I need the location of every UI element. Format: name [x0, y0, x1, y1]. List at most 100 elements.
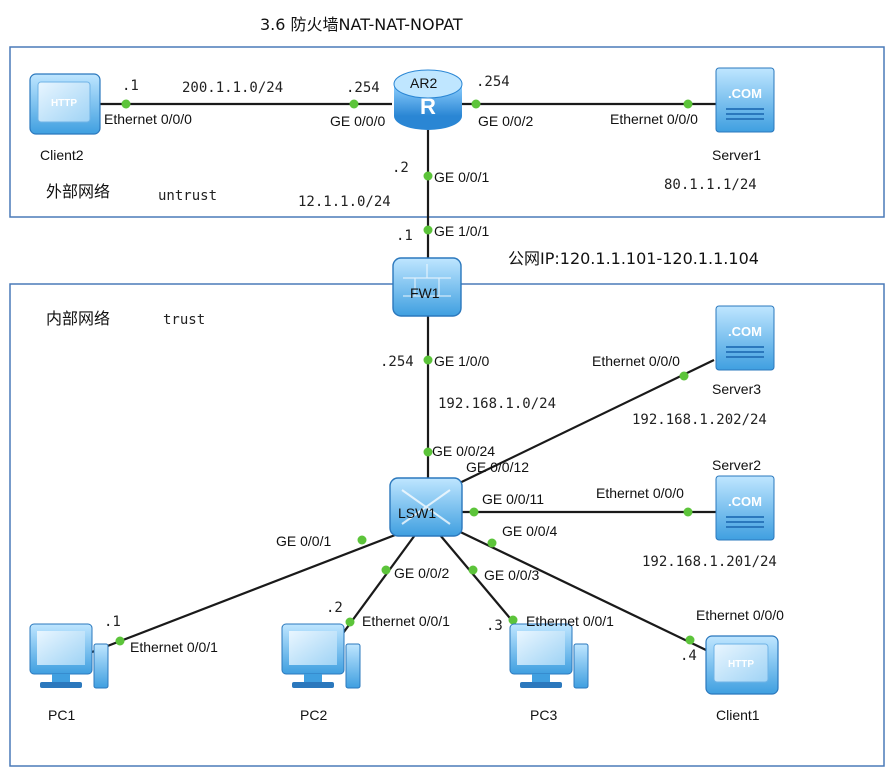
server1-device[interactable]: .COM: [715, 67, 775, 133]
port-pc3-eth: Ethernet 0/0/1: [526, 613, 614, 629]
port-lsw1-g0011: GE 0/0/11: [482, 491, 544, 507]
port-lsw1-g002: GE 0/0/2: [394, 565, 449, 581]
pc-tower: [573, 643, 589, 689]
port-dot: [121, 99, 131, 109]
port-dot: [508, 615, 518, 625]
port-server2-eth: Ethernet 0/0/0: [596, 485, 684, 501]
port-fw1-g101: GE 1/0/1: [434, 223, 489, 239]
public-ip-pool: 公网IP:120.1.1.101-120.1.1.104: [508, 249, 759, 268]
port-dot: [423, 447, 433, 457]
net-client2-ar2: 200.1.1.0/24: [182, 80, 283, 96]
server1-label: Server1: [712, 147, 761, 163]
port-dot: [423, 355, 433, 365]
client1-device[interactable]: HTTP: [705, 635, 779, 695]
pc1-device[interactable]: [29, 623, 109, 689]
host-client1: .4: [680, 648, 697, 664]
server-vents: [726, 346, 764, 358]
pc-base: [520, 682, 562, 688]
client-screen: [37, 81, 91, 123]
port-client1-eth: Ethernet 0/0/0: [696, 607, 784, 623]
link-lsw1-pc1: [91, 528, 409, 654]
port-ar2-g001: GE 0/0/1: [434, 169, 489, 185]
host-ar2-right: .254: [476, 74, 510, 90]
port-dot: [685, 635, 695, 645]
port-ar2-g002: GE 0/0/2: [478, 113, 533, 129]
firewall-bricks: [403, 264, 451, 297]
server2-device[interactable]: .COM: [715, 475, 775, 541]
port-lsw1-g0024: GE 0/0/24: [432, 443, 495, 459]
port-lsw1-g0012: GE 0/0/12: [466, 459, 529, 475]
host-pc1: .1: [104, 614, 121, 630]
pc-base: [292, 682, 334, 688]
pc-stand: [304, 674, 322, 682]
port-lsw1-g004: GE 0/0/4: [502, 523, 557, 539]
pc-tower: [93, 643, 109, 689]
server2-label: Server2: [712, 457, 761, 473]
host-pc3: .3: [486, 618, 503, 634]
port-dot: [679, 371, 689, 381]
pc-base: [40, 682, 82, 688]
com-badge: .COM: [728, 324, 762, 339]
fw1-firewall[interactable]: [392, 257, 462, 317]
host-client2: .1: [122, 78, 139, 94]
pc-screen: [289, 631, 337, 665]
pc3-device[interactable]: [509, 623, 589, 689]
pc3-label: PC3: [530, 707, 557, 723]
lsw1-switch[interactable]: [389, 477, 463, 537]
host-pc2: .2: [326, 600, 343, 616]
ar2-label: AR2: [410, 75, 437, 91]
diagram-title: 3.6 防火墙NAT-NAT-NOPAT: [260, 15, 463, 34]
router-icon: R: [420, 94, 436, 119]
host-fw1-up: .1: [396, 228, 413, 244]
port-lsw1-g001: GE 0/0/1: [276, 533, 331, 549]
server3-ip: 192.168.1.202/24: [632, 412, 767, 428]
port-dot: [683, 507, 693, 517]
ar2-router[interactable]: R: [393, 69, 463, 130]
web-server-icon: [715, 67, 775, 133]
firewall-icon: [392, 257, 462, 317]
server3-device[interactable]: .COM: [715, 305, 775, 371]
port-dot: [357, 535, 367, 545]
port-dot: [469, 507, 479, 517]
pc-screen: [37, 631, 85, 665]
client-screen: [713, 643, 769, 683]
pc-stand: [532, 674, 550, 682]
client2-device[interactable]: HTTP: [29, 73, 101, 135]
port-dot: [487, 538, 497, 548]
host-ar2-down: .2: [392, 160, 409, 176]
port-dot: [381, 565, 391, 575]
server2-ip: 192.168.1.201/24: [642, 554, 777, 570]
server1-ip: 80.1.1.1/24: [664, 177, 757, 193]
port-fw1-g100: GE 1/0/0: [434, 353, 489, 369]
outside-zone-tag: untrust: [158, 188, 217, 204]
inside-zone-name: 内部网络: [46, 309, 110, 328]
switch-arrows: [401, 489, 451, 525]
link-lsw1-client1: [451, 527, 707, 651]
port-pc1-eth: Ethernet 0/0/1: [130, 639, 218, 655]
host-fw1-down: .254: [380, 354, 414, 370]
port-dot: [471, 99, 481, 109]
http-badge: HTTP: [51, 98, 77, 109]
port-lsw1-g003: GE 0/0/3: [484, 567, 539, 583]
net-fw1-lsw1: 192.168.1.0/24: [438, 396, 556, 412]
server-vents: [726, 516, 764, 528]
pc-stand: [52, 674, 70, 682]
port-dot: [349, 99, 359, 109]
port-dot: [423, 171, 433, 181]
pc2-device[interactable]: [281, 623, 361, 689]
inside-zone-tag: trust: [163, 312, 205, 328]
com-badge: .COM: [728, 494, 762, 509]
router-top: [393, 69, 463, 99]
client1-label: Client1: [716, 707, 760, 723]
web-server-icon: [715, 305, 775, 371]
pc-tower: [345, 643, 361, 689]
port-dot: [423, 225, 433, 235]
host-ar2-left: .254: [346, 80, 380, 96]
outside-zone-name: 外部网络: [46, 182, 110, 201]
port-ar2-g000: GE 0/0/0: [330, 113, 385, 129]
http-badge: HTTP: [728, 659, 754, 670]
net-ar2-fw1: 12.1.1.0/24: [298, 194, 391, 210]
port-server1-eth: Ethernet 0/0/0: [610, 111, 698, 127]
port-dot: [115, 636, 125, 646]
